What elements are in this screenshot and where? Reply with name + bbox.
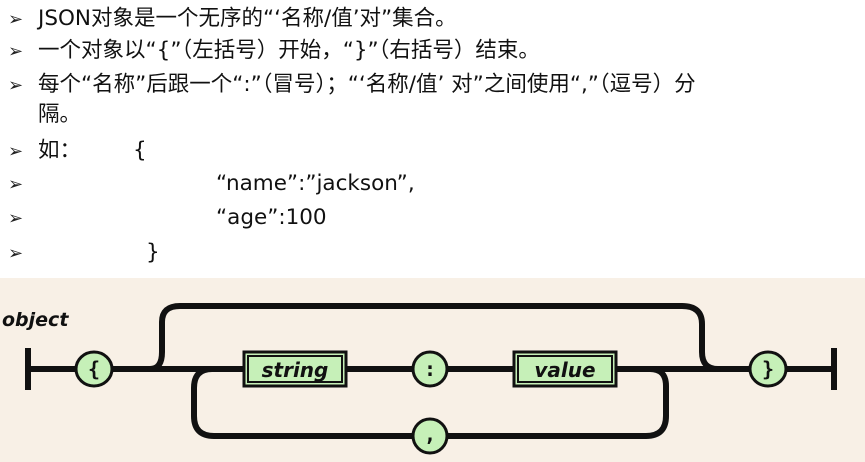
bullet-text: 一个对象以“{”（左括号）开始，“}”（右括号）结束。	[38, 38, 540, 63]
comma-label: ,	[424, 422, 436, 446]
bullet-text: 如：	[38, 138, 82, 163]
bullet-line-7: ➢ }	[8, 238, 160, 268]
arrow-bullet-icon: ➢	[8, 75, 24, 96]
open-brace-node: {	[74, 350, 114, 388]
arrow-bullet-icon: ➢	[8, 208, 24, 229]
colon-label: :	[424, 357, 436, 381]
string-node: string	[242, 350, 348, 388]
bullet-line-4: ➢ 如： {	[8, 136, 147, 166]
diagram-title: object	[2, 309, 69, 331]
code-name-pair: “name”:”jackson”,	[216, 171, 415, 196]
open-brace-label: {	[88, 357, 100, 381]
colon-node: :	[411, 350, 449, 388]
arrow-bullet-icon: ➢	[8, 174, 24, 195]
code-close-brace: }	[146, 240, 160, 265]
close-brace-label: }	[762, 357, 774, 381]
value-label: value	[534, 358, 595, 382]
bullet-list: ➢ JSON对象是一个无序的“‘名称/值’对”集合。 ➢ 一个对象以“{”（左括…	[8, 4, 696, 268]
bullet-line-3: ➢ 每个“名称”后跟一个“:”（冒号）；“‘名称/值’ 对”之间使用“,”（逗号…	[8, 70, 696, 100]
arrow-bullet-icon: ➢	[8, 141, 24, 162]
railroad-diagram: object { string	[2, 303, 837, 455]
bullet-text: 每个“名称”后跟一个“:”（冒号）；“‘名称/值’ 对”之间使用“,”（逗号）分	[38, 72, 696, 97]
string-label: string	[262, 358, 329, 382]
bullet-line-2: ➢ 一个对象以“{”（左括号）开始，“}”（右括号）结束。	[8, 36, 540, 66]
code-open-brace: {	[133, 138, 147, 163]
arrow-bullet-icon: ➢	[8, 9, 24, 30]
bullet-line-5: ➢ “name”:”jackson”,	[8, 169, 415, 199]
close-brace-node: }	[748, 350, 788, 388]
code-age-pair: “age”:100	[216, 205, 327, 230]
bullet-line-1: ➢ JSON对象是一个无序的“‘名称/值’对”集合。	[8, 4, 457, 34]
bullet-line-6: ➢ “age”:100	[8, 203, 327, 233]
bullet-text: JSON对象是一个无序的“‘名称/值’对”集合。	[38, 6, 457, 31]
bullet-continuation: 隔。	[38, 102, 82, 127]
value-node: value	[512, 350, 618, 388]
arrow-bullet-icon: ➢	[8, 243, 24, 264]
comma-node: ,	[411, 417, 449, 455]
object-syntax-diagram: object { string	[0, 278, 865, 462]
arrow-bullet-icon: ➢	[8, 41, 24, 62]
